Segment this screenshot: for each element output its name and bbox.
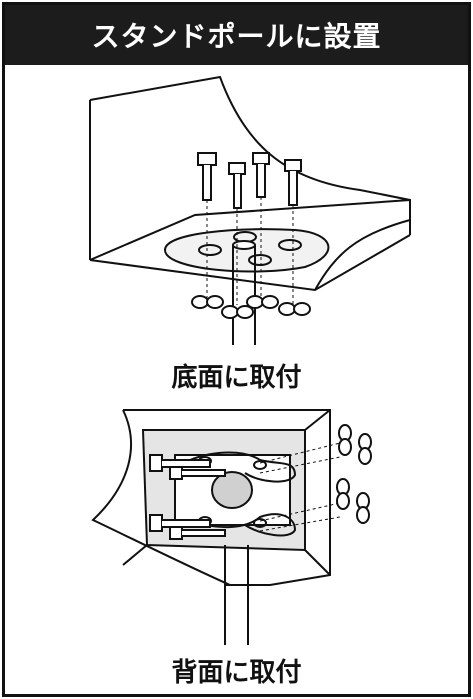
- back-mount-illustration: [91, 409, 372, 645]
- panel-title: スタンドポールに設置: [5, 5, 468, 65]
- bottom-mount-illustration: [89, 75, 411, 345]
- back-mount-caption: 背面に取付: [171, 658, 302, 688]
- bottom-mount-caption: 底面に取付: [171, 363, 302, 393]
